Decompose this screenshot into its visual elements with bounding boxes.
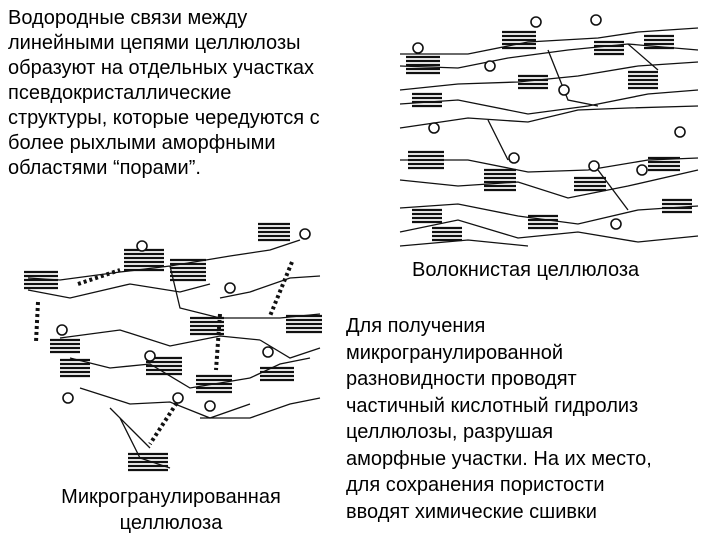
fibrous-glucose-circles <box>412 14 686 230</box>
fibrous-chains <box>399 27 699 247</box>
micro-chains <box>27 239 321 469</box>
microgranulated-cellulose-caption: Микрогранулированная целлюлоза <box>61 486 281 534</box>
description-text: Для получения микрогранулированной разно… <box>346 315 652 523</box>
intro-text: Водородные связи между линейными цепями … <box>8 7 320 179</box>
fibrous-cellulose-diagram <box>399 14 699 247</box>
fibrous-cellulose-caption: Волокнистая целлюлоза <box>412 259 640 281</box>
micro-crystalline-hatches <box>24 222 322 472</box>
fibrous-crystalline-hatches <box>406 30 692 242</box>
micro-chemical-crosslinks <box>34 261 294 446</box>
micro-glucose-circles <box>56 228 311 412</box>
microgranulated-cellulose-diagram <box>24 222 322 472</box>
